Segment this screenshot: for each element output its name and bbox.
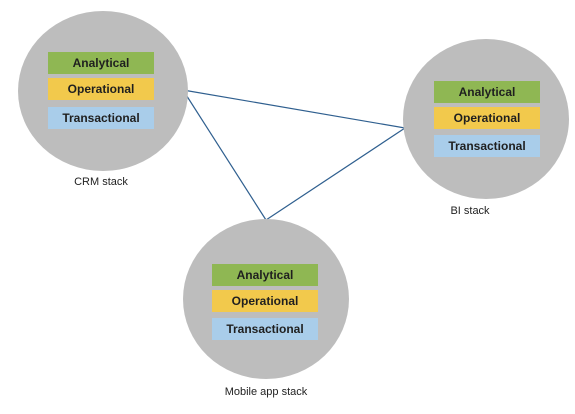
mobile-analytical-layer: Analytical [212, 264, 318, 286]
connector-bi-mobile [265, 127, 406, 221]
crm-operational-layer: Operational [48, 78, 154, 100]
crm-analytical-layer: Analytical [48, 52, 154, 74]
bi-operational-layer: Operational [434, 107, 540, 129]
crm-transactional-layer: Transactional [48, 107, 154, 129]
crm-stack-caption: CRM stack [74, 176, 128, 188]
bi-stack-caption: BI stack [450, 205, 490, 217]
bi-transactional-layer: Transactional [434, 135, 540, 157]
mobile-transactional-layer: Transactional [212, 318, 318, 340]
connector-crm-bi [182, 89, 406, 129]
bi-analytical-layer: Analytical [434, 81, 540, 103]
mobile-operational-layer: Operational [212, 290, 318, 312]
mobile-app-stack-caption: Mobile app stack [224, 386, 308, 398]
connector-mobile-crm [182, 89, 267, 221]
